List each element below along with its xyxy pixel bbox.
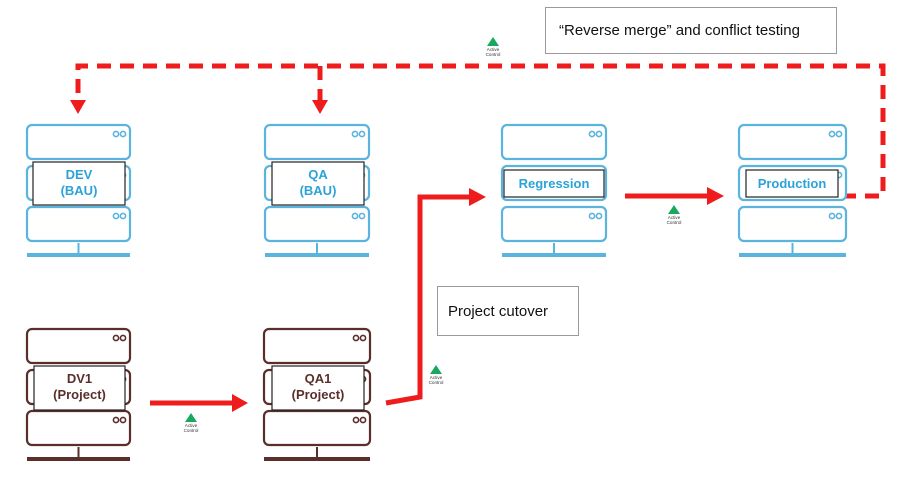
led-indicator	[828, 212, 836, 220]
server-unit	[500, 123, 608, 161]
server-label-box	[271, 161, 365, 206]
svg-text:Active: Active	[668, 215, 681, 220]
led-indicator	[588, 212, 596, 220]
server-base	[502, 253, 606, 257]
led-indicator	[119, 416, 127, 424]
server-label-box	[745, 169, 839, 198]
reverse-merge-callout: “Reverse merge” and conflict testing	[545, 7, 837, 54]
server-type: (BAU)	[61, 183, 98, 198]
server-unit	[500, 205, 608, 243]
server-label-box	[33, 365, 126, 411]
led-indicator	[588, 130, 596, 138]
server-regression: Regression	[500, 123, 608, 257]
led-indicator	[359, 416, 367, 424]
server-qa1: QA1(Project)	[262, 327, 372, 461]
server-type: (Project)	[53, 387, 106, 402]
led-indicator	[358, 130, 366, 138]
server-unit	[262, 409, 372, 447]
led-indicator	[119, 212, 127, 220]
arrowhead-to-qa	[312, 100, 328, 114]
led-indicator	[352, 334, 360, 342]
dv1-to-qa1-arrow	[150, 394, 248, 412]
led-indicator	[119, 130, 127, 138]
arrowhead-to-dev	[70, 100, 86, 114]
svg-text:Control: Control	[667, 220, 682, 225]
server-name: QA1	[305, 371, 332, 386]
server-type: (Project)	[292, 387, 345, 402]
led-indicator	[352, 416, 360, 424]
led-indicator	[112, 212, 120, 220]
server-qa: QA(BAU)	[263, 123, 371, 257]
led-indicator	[112, 416, 120, 424]
reverse-merge-callout-text: “Reverse merge” and conflict testing	[559, 22, 800, 39]
server-base	[265, 253, 369, 257]
server-dv1: DV1(Project)	[25, 327, 132, 461]
server-label-box	[503, 169, 605, 198]
active-control-icon: Active Control	[184, 413, 199, 433]
server-production: Production	[737, 123, 848, 257]
svg-text:Control: Control	[429, 380, 444, 385]
server-name: DV1	[67, 371, 92, 386]
server-base	[739, 253, 846, 257]
led-indicator	[595, 130, 603, 138]
server-unit	[25, 409, 132, 447]
server-type: (BAU)	[300, 183, 337, 198]
active-control-icon: Active Control	[486, 37, 501, 57]
server-label-box	[32, 161, 126, 206]
project-cutover-callout-text: Project cutover	[448, 302, 549, 320]
led-indicator	[359, 334, 367, 342]
server-unit	[263, 205, 371, 243]
server-base	[27, 457, 130, 461]
led-indicator	[358, 212, 366, 220]
svg-text:Control: Control	[486, 52, 501, 57]
led-indicator	[835, 130, 843, 138]
server-base	[264, 457, 370, 461]
server-label-box	[271, 365, 365, 411]
svg-text:Active: Active	[185, 423, 198, 428]
active-control-icon: Active Control	[667, 205, 682, 225]
svg-text:Active: Active	[430, 375, 443, 380]
project-cutover-callout: Project cutover	[437, 286, 579, 336]
server-name: Regression	[519, 176, 590, 191]
led-indicator	[835, 212, 843, 220]
led-indicator	[112, 130, 120, 138]
qa1-to-regression-arrow	[385, 188, 486, 406]
led-indicator	[595, 212, 603, 220]
server-unit	[737, 123, 848, 161]
led-indicator	[351, 212, 359, 220]
led-indicator	[119, 334, 127, 342]
server-name: DEV	[66, 167, 93, 182]
reverse-merge-arrow	[75, 63, 886, 199]
server-dev: DEV(BAU)	[25, 123, 132, 257]
server-unit	[263, 123, 371, 161]
server-name: QA	[308, 167, 328, 182]
server-unit	[25, 327, 132, 365]
server-name: Production	[758, 176, 827, 191]
server-unit	[25, 123, 132, 161]
regression-to-production-arrow	[625, 187, 724, 205]
server-base	[27, 253, 130, 257]
led-indicator	[351, 130, 359, 138]
led-indicator	[112, 334, 120, 342]
server-unit	[262, 327, 372, 365]
server-unit	[25, 205, 132, 243]
server-unit	[737, 205, 848, 243]
active-control-icon: Active Control	[429, 365, 444, 385]
svg-text:Control: Control	[184, 428, 199, 433]
led-indicator	[828, 130, 836, 138]
svg-text:Active: Active	[487, 47, 500, 52]
